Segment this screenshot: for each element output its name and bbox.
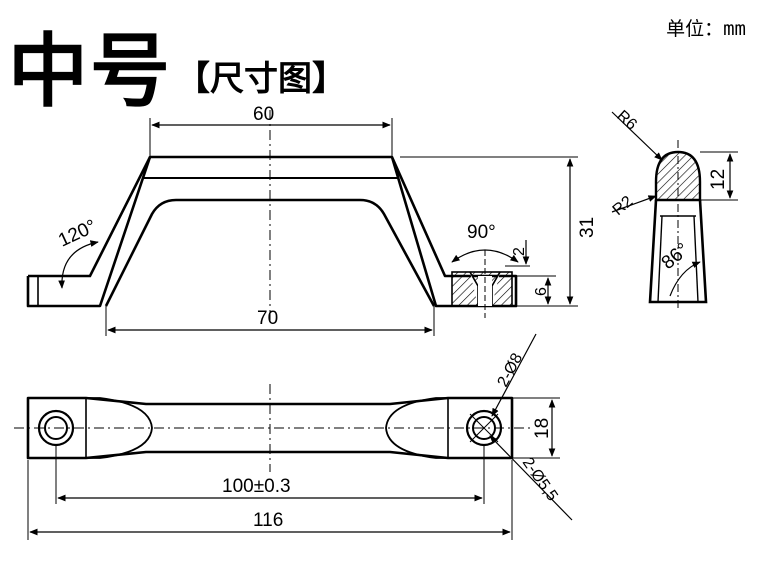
leader-hole-dia <box>489 435 573 521</box>
handle-outer-outline <box>26 155 518 308</box>
top-view-inner-right <box>385 397 448 459</box>
dim-radius-bottom: R2 <box>610 193 637 219</box>
drawing-title: 中号 【尺寸图】 <box>8 2 346 112</box>
dim-section-height: 12 <box>708 169 729 190</box>
dim-inner-width: 70 <box>257 308 278 329</box>
dim-angle-left: 120° <box>55 216 100 252</box>
dim-radius-top: R6 <box>613 107 640 133</box>
leader-r2 <box>611 195 657 213</box>
section-view: R6 R2 12 86° <box>610 107 738 310</box>
title-main: 中号 <box>8 25 172 118</box>
angle-arc-hole <box>451 249 519 263</box>
dim-angle-hole: 90° <box>467 222 496 243</box>
dim-height: 31 <box>577 217 598 238</box>
dim-width: 18 <box>532 418 553 439</box>
right-hole-inner <box>472 416 496 440</box>
unit-label: 单位：mm <box>666 18 746 40</box>
title-sub: 【尺寸图】 <box>176 59 346 99</box>
dim-top-width: 60 <box>253 104 274 125</box>
leader-counterbore <box>491 333 537 417</box>
dim-counterbore: 2-Ø8 <box>495 350 527 389</box>
top-view: 2-Ø8 2-Ø5,5 18 100±0.3 116 <box>14 333 573 540</box>
top-view-inner-left <box>86 397 153 459</box>
leader-r6 <box>611 111 663 161</box>
dim-hole-spacing: 100±0.3 <box>222 476 291 497</box>
angle-arc-section <box>669 261 701 297</box>
dim-hole-dia: 2-Ø5,5 <box>519 455 561 505</box>
handle-inner-arch <box>104 198 436 307</box>
left-hole-outer <box>37 409 75 447</box>
right-hole-outer <box>465 409 503 447</box>
dim-recess-depth: 2 <box>511 247 528 256</box>
left-hole-inner <box>44 416 68 440</box>
side-view: 60 70 31 6 2 120° 90° <box>26 104 598 336</box>
angle-arc-left <box>58 240 99 289</box>
dim-base-thickness: 6 <box>533 287 550 296</box>
dim-total-length: 116 <box>253 510 283 531</box>
